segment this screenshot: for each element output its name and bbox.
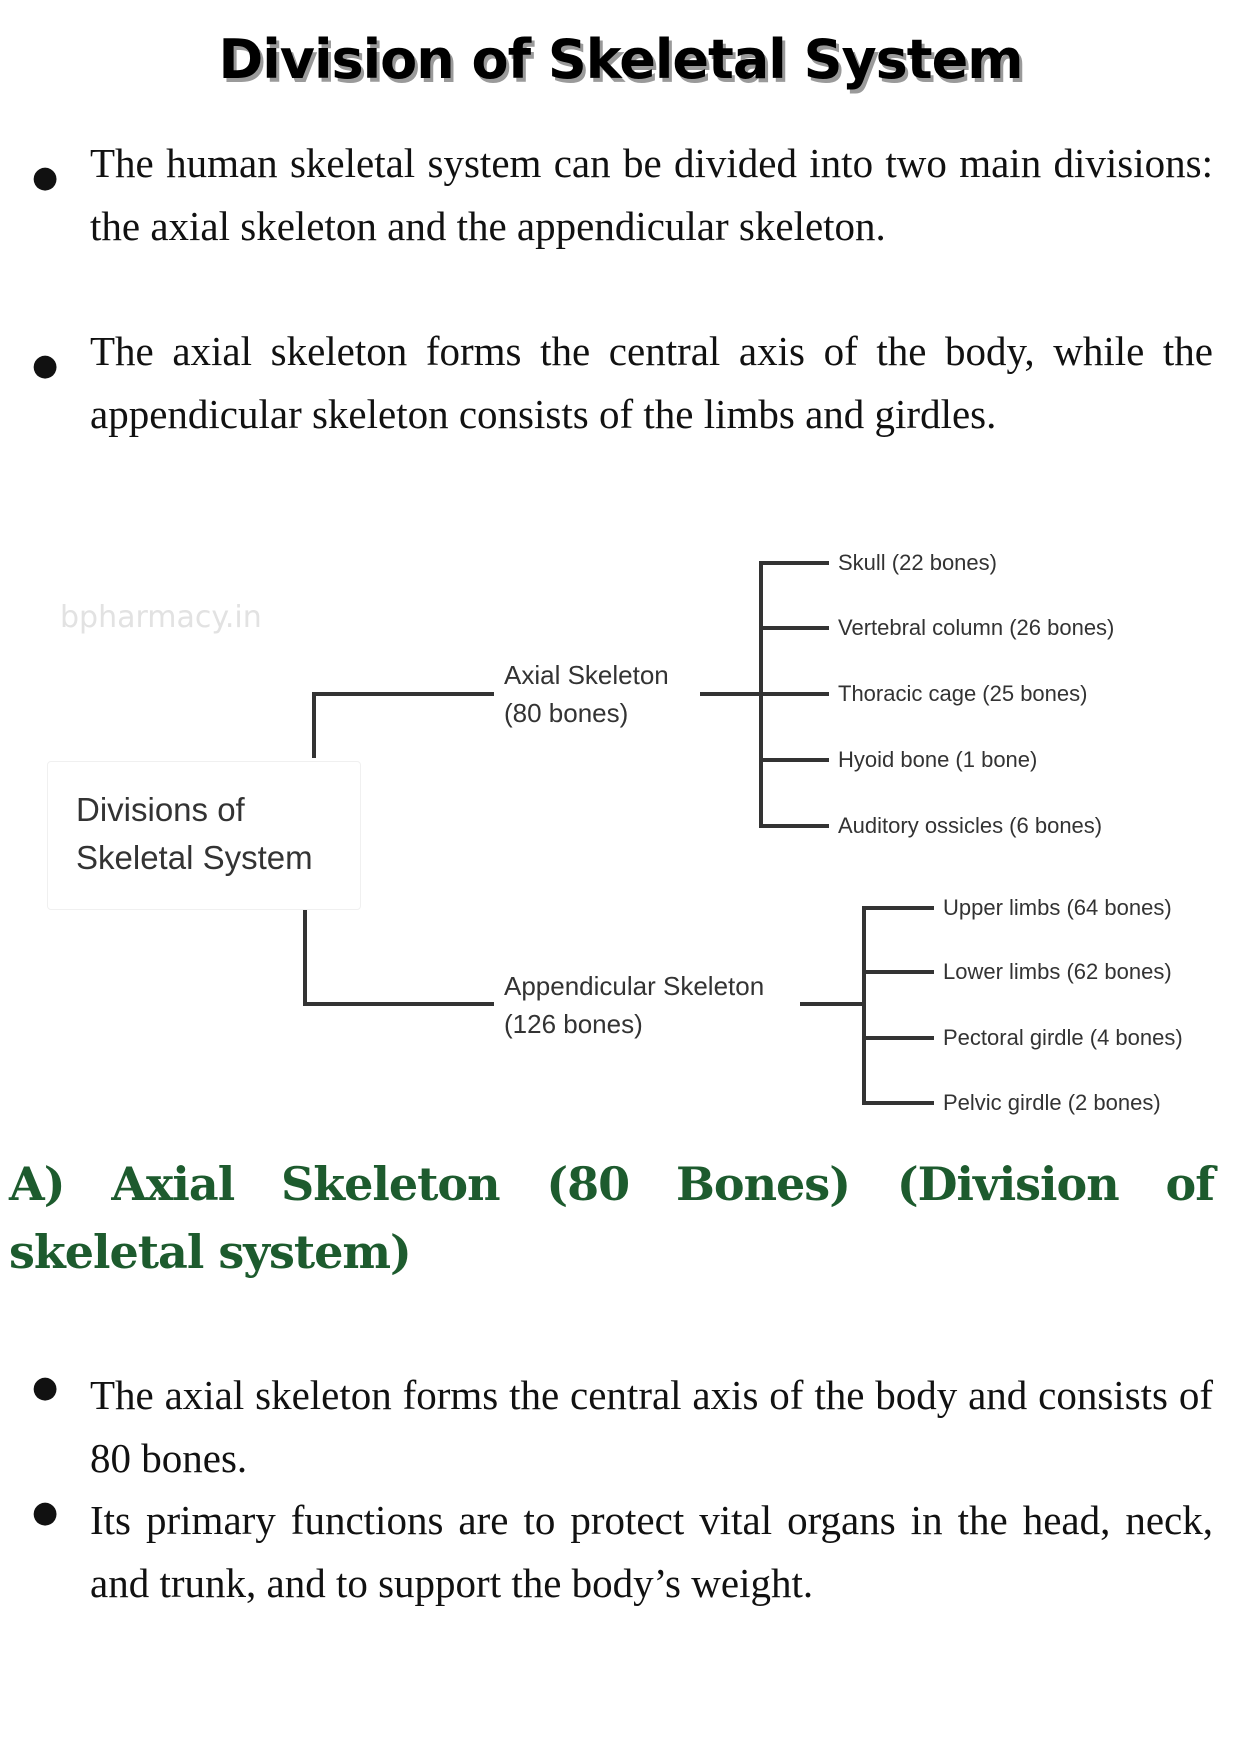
axial-title: Axial Skeleton	[504, 660, 669, 690]
root-to-appendicular-line	[303, 908, 494, 1006]
axial-item: Thoracic cage (25 bones)	[838, 681, 1088, 706]
axial-item: Hyoid bone (1 bone)	[838, 747, 1038, 772]
watermark: bpharmacy.in	[60, 600, 262, 635]
bullet-icon: ●	[32, 160, 59, 195]
axial-item: Vertebral column (26 bones)	[838, 615, 1115, 640]
appendicular-node-label: Appendicular Skeleton (126 bones)	[504, 967, 764, 1043]
section-a-bullet-2: Its primary functions are to protect vit…	[90, 1497, 1213, 1606]
section-a-bullet-1: The axial skeleton forms the central axi…	[90, 1372, 1213, 1481]
intro-bullet-1: The human skeletal system can be divided…	[90, 140, 1213, 249]
appendicular-branch-line	[862, 906, 934, 1105]
bullet-icon: ●	[32, 1370, 59, 1405]
axial-item: Auditory ossicles (6 bones)	[838, 813, 1103, 838]
root-node-box	[47, 761, 361, 910]
bullet-icon: ●	[32, 348, 59, 383]
appendicular-count: (126 bones)	[504, 1009, 643, 1039]
axial-count: (80 bones)	[504, 698, 629, 728]
root-line-2: Skeletal System	[76, 839, 313, 876]
appendicular-item: Lower limbs (62 bones)	[943, 959, 1172, 984]
appendicular-item: Upper limbs (64 bones)	[943, 895, 1172, 920]
root-line-1: Divisions of	[76, 791, 245, 828]
intro-bullet-2: The axial skeleton forms the central axi…	[90, 328, 1213, 437]
root-node-label: Divisions of Skeletal System	[76, 786, 313, 882]
appendicular-title: Appendicular Skeleton	[504, 971, 765, 1001]
axial-item: Skull (22 bones)	[838, 550, 997, 575]
page-title: Division of Skeletal System	[218, 28, 1023, 91]
axial-node-label: Axial Skeleton (80 bones)	[504, 656, 669, 732]
appendicular-item: Pectoral girdle (4 bones)	[943, 1025, 1183, 1050]
root-to-axial-line	[312, 692, 494, 758]
appendicular-item: Pelvic girdle (2 bones)	[943, 1090, 1161, 1115]
section-a-heading: A) Axial Skeleton (80 Bones) (Division o…	[9, 1157, 1215, 1279]
bullet-icon: ●	[32, 1495, 59, 1530]
